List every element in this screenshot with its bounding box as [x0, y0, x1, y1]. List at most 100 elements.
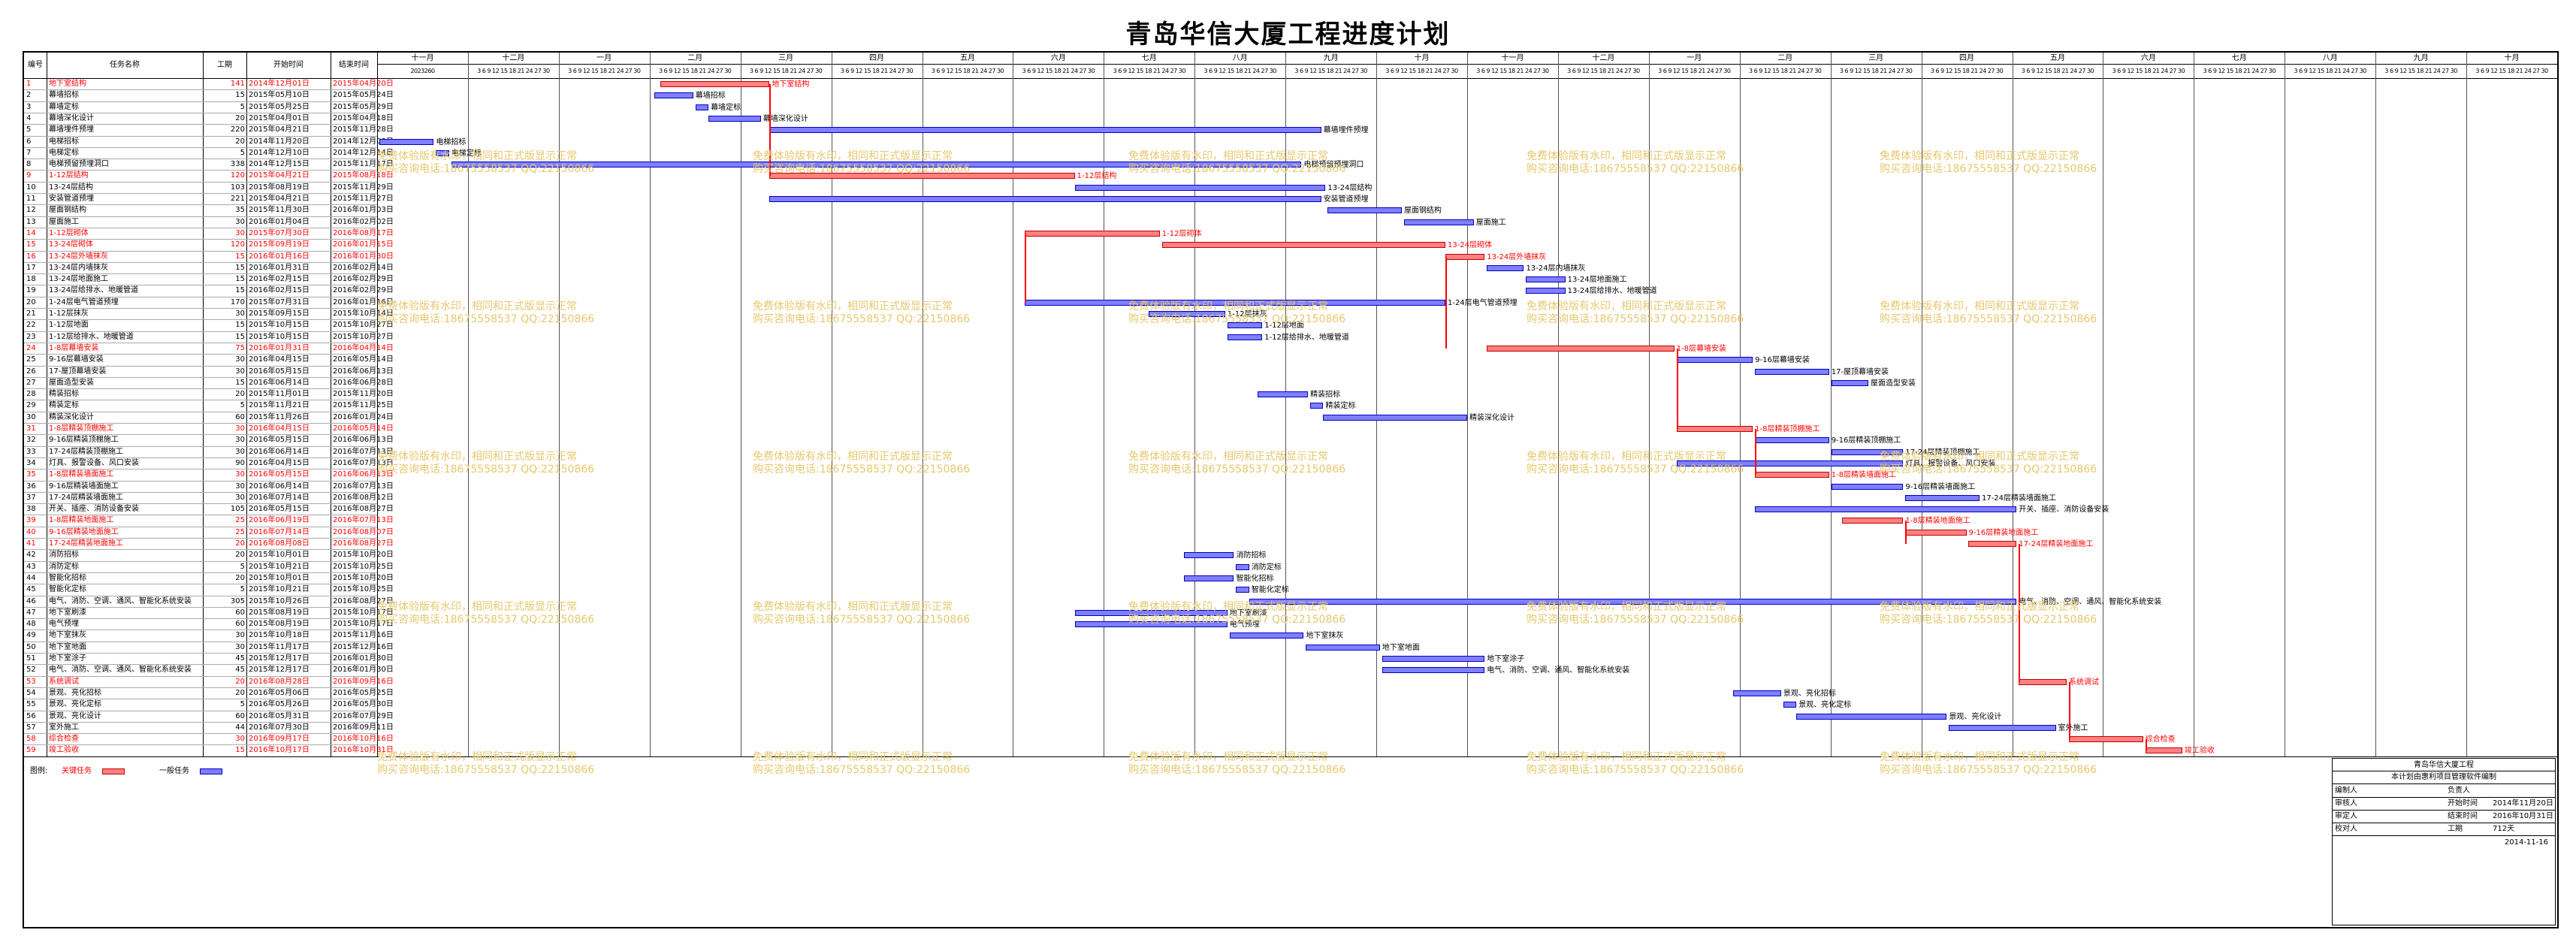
task-bar[interactable]: [1949, 724, 2056, 731]
task-cell-dur[interactable]: 20: [235, 390, 245, 399]
task-cell-start[interactable]: 2015年04月01日: [249, 113, 310, 122]
column-header-num[interactable]: 编号: [28, 61, 43, 69]
task-cell-dur[interactable]: 45: [235, 666, 245, 675]
task-cell-end[interactable]: 2015年10月20日: [333, 573, 394, 582]
task-cell-n[interactable]: 6: [26, 137, 32, 146]
task-cell-name[interactable]: 幕墙定标: [49, 102, 79, 111]
task-bar[interactable]: [1249, 598, 2017, 605]
task-cell-end[interactable]: 2015年04月18日: [333, 113, 394, 122]
task-cell-start[interactable]: 2016年05月15日: [249, 436, 310, 445]
task-cell-dur[interactable]: 15: [235, 275, 245, 284]
task-cell-n[interactable]: 24: [26, 343, 36, 352]
task-cell-end[interactable]: 2016年06月13日: [333, 367, 394, 376]
task-cell-n[interactable]: 44: [26, 573, 36, 582]
task-cell-end[interactable]: 2016年08月27日: [333, 539, 394, 548]
task-cell-end[interactable]: 2015年12月16日: [333, 642, 394, 651]
task-cell-end[interactable]: 2016年06月28日: [333, 378, 394, 387]
task-cell-name[interactable]: 消防定标: [49, 562, 79, 571]
task-bar[interactable]: [1755, 506, 2017, 513]
critical-task-bar[interactable]: [1487, 345, 1675, 352]
task-cell-dur[interactable]: 30: [235, 436, 245, 445]
task-cell-n[interactable]: 59: [26, 746, 36, 755]
task-cell-name[interactable]: 开关、插座、消防设备安装: [49, 505, 139, 514]
task-bar[interactable]: [1796, 713, 1947, 720]
task-cell-start[interactable]: 2016年05月15日: [249, 470, 310, 479]
task-cell-name[interactable]: 9-16层精装顶棚施工: [49, 436, 119, 445]
task-cell-end[interactable]: 2016年06月13日: [333, 470, 394, 479]
task-cell-start[interactable]: 2016年07月30日: [249, 723, 310, 732]
task-cell-n[interactable]: 40: [26, 527, 36, 536]
task-cell-start[interactable]: 2014年12月01日: [249, 80, 310, 88]
task-cell-dur[interactable]: 30: [235, 367, 245, 376]
task-cell-start[interactable]: 2016年07月14日: [249, 527, 310, 536]
task-cell-dur[interactable]: 30: [235, 447, 245, 456]
task-cell-n[interactable]: 8: [26, 160, 32, 169]
task-cell-n[interactable]: 45: [26, 585, 36, 594]
task-cell-name[interactable]: 景观、亮化招标: [49, 688, 101, 697]
task-cell-start[interactable]: 2016年05月15日: [249, 367, 310, 376]
task-cell-end[interactable]: 2015年11月16日: [333, 631, 394, 640]
task-bar[interactable]: [1183, 552, 1234, 559]
task-cell-n[interactable]: 20: [26, 297, 36, 306]
task-bar[interactable]: [1905, 494, 1980, 501]
task-bar[interactable]: [1327, 207, 1402, 214]
task-cell-dur[interactable]: 5: [240, 585, 245, 594]
task-cell-end[interactable]: 2015年10月17日: [333, 608, 394, 617]
task-cell-start[interactable]: 2014年11月20日: [249, 137, 310, 146]
task-cell-name[interactable]: 17-屋顶幕墙安装: [49, 367, 107, 376]
task-cell-name[interactable]: 1-8层幕墙安装: [49, 343, 99, 352]
task-cell-n[interactable]: 31: [26, 424, 36, 433]
task-cell-end[interactable]: 2015年05月29日: [333, 102, 394, 111]
task-cell-end[interactable]: 2016年08月27日: [333, 596, 394, 605]
critical-task-bar[interactable]: [1755, 472, 1829, 479]
task-cell-start[interactable]: 2015年11月01日: [249, 390, 310, 399]
task-cell-name[interactable]: 室外施工: [49, 723, 79, 732]
task-cell-start[interactable]: 2016年02月15日: [249, 286, 310, 295]
task-cell-dur[interactable]: 30: [235, 217, 245, 226]
task-cell-dur[interactable]: 15: [235, 263, 245, 272]
task-cell-name[interactable]: 9-16层精装地面施工: [49, 527, 119, 536]
task-cell-start[interactable]: 2015年11月17日: [249, 642, 310, 651]
task-cell-n[interactable]: 26: [26, 367, 36, 376]
task-cell-name[interactable]: 13-24层给排水、地暖管道: [49, 286, 139, 295]
task-bar[interactable]: [708, 115, 761, 122]
task-cell-name[interactable]: 精装定标: [49, 401, 79, 410]
task-cell-name[interactable]: 电梯定标: [49, 148, 79, 157]
task-cell-end[interactable]: 2015年11月20日: [333, 390, 394, 399]
task-cell-n[interactable]: 14: [26, 228, 36, 237]
task-cell-dur[interactable]: 20: [235, 113, 245, 122]
task-cell-start[interactable]: 2015年10月26日: [249, 596, 310, 605]
task-cell-dur[interactable]: 90: [235, 458, 245, 467]
task-cell-n[interactable]: 15: [26, 240, 36, 249]
task-cell-n[interactable]: 13: [26, 217, 36, 226]
task-bar[interactable]: [1236, 587, 1249, 593]
task-cell-end[interactable]: 2016年07月13日: [333, 516, 394, 525]
task-cell-name[interactable]: 地下室抹灰: [49, 631, 86, 640]
task-cell-n[interactable]: 56: [26, 711, 36, 720]
task-cell-name[interactable]: 1-8层精装地面施工: [49, 516, 114, 525]
task-cell-end[interactable]: 2015年10月17日: [333, 620, 394, 629]
task-cell-start[interactable]: 2015年08月19日: [249, 608, 310, 617]
task-cell-name[interactable]: 13-24层内墙抹灰: [49, 263, 109, 272]
task-cell-name[interactable]: 景观、亮化定标: [49, 700, 101, 709]
task-cell-name[interactable]: 13-24层结构: [49, 183, 94, 192]
task-cell-n[interactable]: 30: [26, 412, 36, 421]
task-cell-dur[interactable]: 20: [235, 551, 245, 560]
task-cell-dur[interactable]: 30: [235, 493, 245, 502]
task-cell-end[interactable]: 2016年05月25日: [333, 688, 394, 697]
task-cell-end[interactable]: 2016年05月30日: [333, 700, 394, 709]
task-bar[interactable]: [1403, 219, 1474, 225]
task-cell-dur[interactable]: 120: [230, 240, 245, 249]
task-cell-start[interactable]: 2016年02月15日: [249, 275, 310, 284]
task-cell-name[interactable]: 1-12层抹灰: [49, 309, 89, 318]
task-cell-dur[interactable]: 30: [235, 735, 245, 744]
column-header-name[interactable]: 任务名称: [110, 61, 140, 69]
task-cell-n[interactable]: 9: [26, 171, 32, 180]
task-cell-name[interactable]: 17-24层精装墙面施工: [49, 493, 124, 502]
task-cell-end[interactable]: 2016年07月13日: [333, 482, 394, 491]
task-cell-dur[interactable]: 305: [230, 596, 245, 605]
column-header-end[interactable]: 结束时间: [339, 61, 369, 69]
task-cell-end[interactable]: 2016年01月30日: [333, 252, 394, 261]
task-cell-n[interactable]: 47: [26, 608, 36, 617]
task-cell-name[interactable]: 消防招标: [49, 551, 79, 560]
